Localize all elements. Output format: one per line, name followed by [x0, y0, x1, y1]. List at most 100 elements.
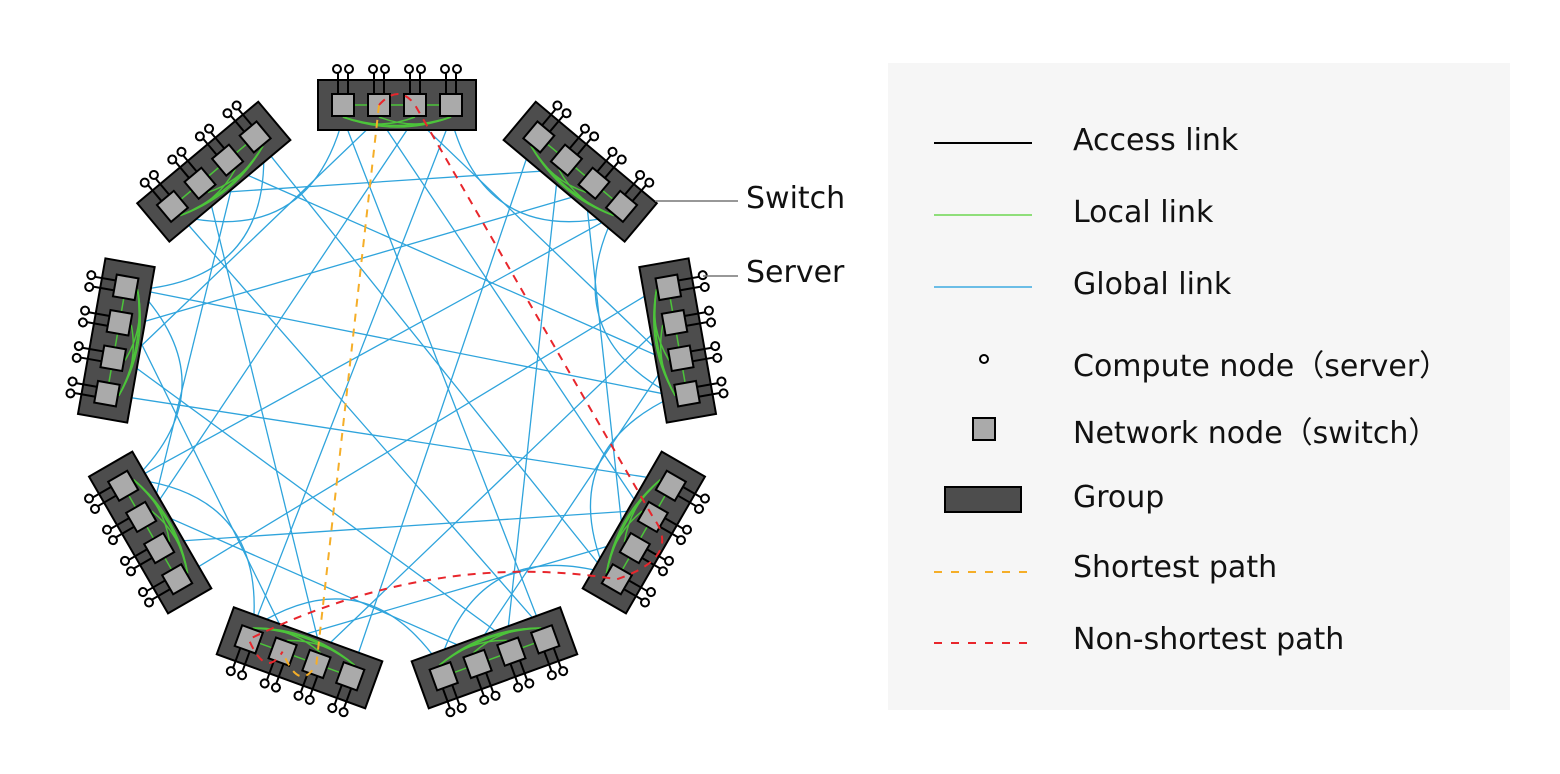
- global-link: [584, 193, 625, 542]
- access-link: [640, 556, 662, 570]
- legend-item-global-link: Global link: [888, 261, 1510, 311]
- server-node: [148, 169, 159, 180]
- dragonfly-topology-diagram: [65, 64, 738, 718]
- legend-item-shortest-path: Shortest path: [888, 544, 1510, 594]
- switch-node: [577, 166, 611, 201]
- callout-lines: [655, 200, 738, 277]
- switch-node: [636, 500, 670, 534]
- access-link: [475, 674, 486, 698]
- server-node: [552, 100, 563, 111]
- switch-node: [331, 93, 355, 117]
- access-link: [509, 662, 519, 685]
- global-link: [180, 215, 542, 628]
- server-node: [80, 305, 91, 316]
- global-link: [594, 216, 675, 397]
- server-node: [675, 535, 686, 546]
- server-node: [84, 493, 95, 504]
- switch-node: [496, 636, 527, 668]
- access-link: [568, 130, 585, 150]
- global-link: [180, 117, 344, 223]
- group-3: [581, 450, 710, 615]
- legend-panel: Access link Local link Global link Compu…: [888, 63, 1510, 710]
- access-link: [689, 346, 713, 353]
- server-node: [84, 281, 95, 292]
- access-link: [548, 114, 565, 134]
- legend-label: Group: [1073, 480, 1165, 515]
- server-node: [697, 270, 708, 281]
- switch-node: [183, 166, 217, 201]
- legend-item-group: Group: [888, 474, 1510, 524]
- server-node: [270, 682, 281, 693]
- server-node: [304, 694, 315, 705]
- groups-layer: [65, 64, 729, 718]
- non-shortest-path: [247, 93, 664, 664]
- global-link: [342, 117, 542, 628]
- access-link: [150, 587, 172, 601]
- server-node: [445, 707, 456, 718]
- access-link: [275, 662, 285, 685]
- access-link: [540, 107, 557, 127]
- switch-node: [654, 469, 688, 503]
- access-link: [441, 687, 452, 710]
- legend-item-network-node: Network node（switch）: [888, 402, 1510, 452]
- switch-node: [604, 189, 639, 224]
- switch-node: [673, 379, 701, 408]
- access-link: [81, 346, 105, 353]
- switch-node: [529, 623, 561, 655]
- server-node: [607, 146, 618, 157]
- group-8: [135, 100, 292, 244]
- access-link: [623, 177, 640, 197]
- server-node: [718, 388, 729, 399]
- server-node: [716, 376, 727, 387]
- switch-node: [618, 531, 652, 565]
- access-link: [201, 137, 219, 157]
- local-link-icon: [934, 214, 1032, 216]
- switch-node: [124, 500, 158, 534]
- access-link: [450, 683, 461, 706]
- global-link: [151, 169, 237, 511]
- server-node: [456, 703, 467, 714]
- global-link: [138, 146, 265, 291]
- access-link: [93, 275, 117, 282]
- access-link: [87, 311, 111, 318]
- server-node: [338, 707, 349, 718]
- access-link: [645, 547, 667, 562]
- non-shortest-path-icon: [934, 642, 1032, 644]
- access-link: [73, 391, 97, 398]
- group-5: [215, 606, 384, 718]
- global-link: [125, 117, 380, 361]
- global-link: [472, 360, 669, 653]
- access-link: [484, 671, 495, 694]
- access-link: [241, 650, 251, 673]
- server-node: [67, 376, 78, 387]
- server-node: [710, 341, 721, 352]
- access-link: [145, 579, 167, 593]
- server-node: [706, 317, 717, 328]
- switch-node: [111, 273, 140, 302]
- local-link: [439, 627, 542, 666]
- legend-label: Global link: [1073, 267, 1232, 302]
- switch-node: [105, 308, 134, 337]
- switch-node: [428, 660, 460, 692]
- server-node: [712, 352, 723, 363]
- server-node: [440, 64, 450, 74]
- server-node: [452, 64, 462, 74]
- access-link: [627, 579, 649, 593]
- access-link: [683, 311, 707, 318]
- legend-label: Shortest path: [1073, 550, 1278, 585]
- global-link: [320, 324, 663, 653]
- global-link: [252, 117, 452, 628]
- server-node: [699, 281, 710, 292]
- switch-node: [600, 562, 634, 596]
- global-link: [152, 509, 474, 653]
- access-link-icon: [934, 142, 1032, 144]
- global-link: [119, 395, 660, 480]
- server-node: [73, 341, 84, 352]
- global-link: [252, 598, 440, 665]
- global-link: [134, 215, 614, 480]
- access-link: [308, 674, 319, 698]
- server-node: [589, 131, 600, 142]
- server-node: [120, 555, 131, 566]
- switch-node: [462, 648, 493, 680]
- server-node: [102, 524, 113, 535]
